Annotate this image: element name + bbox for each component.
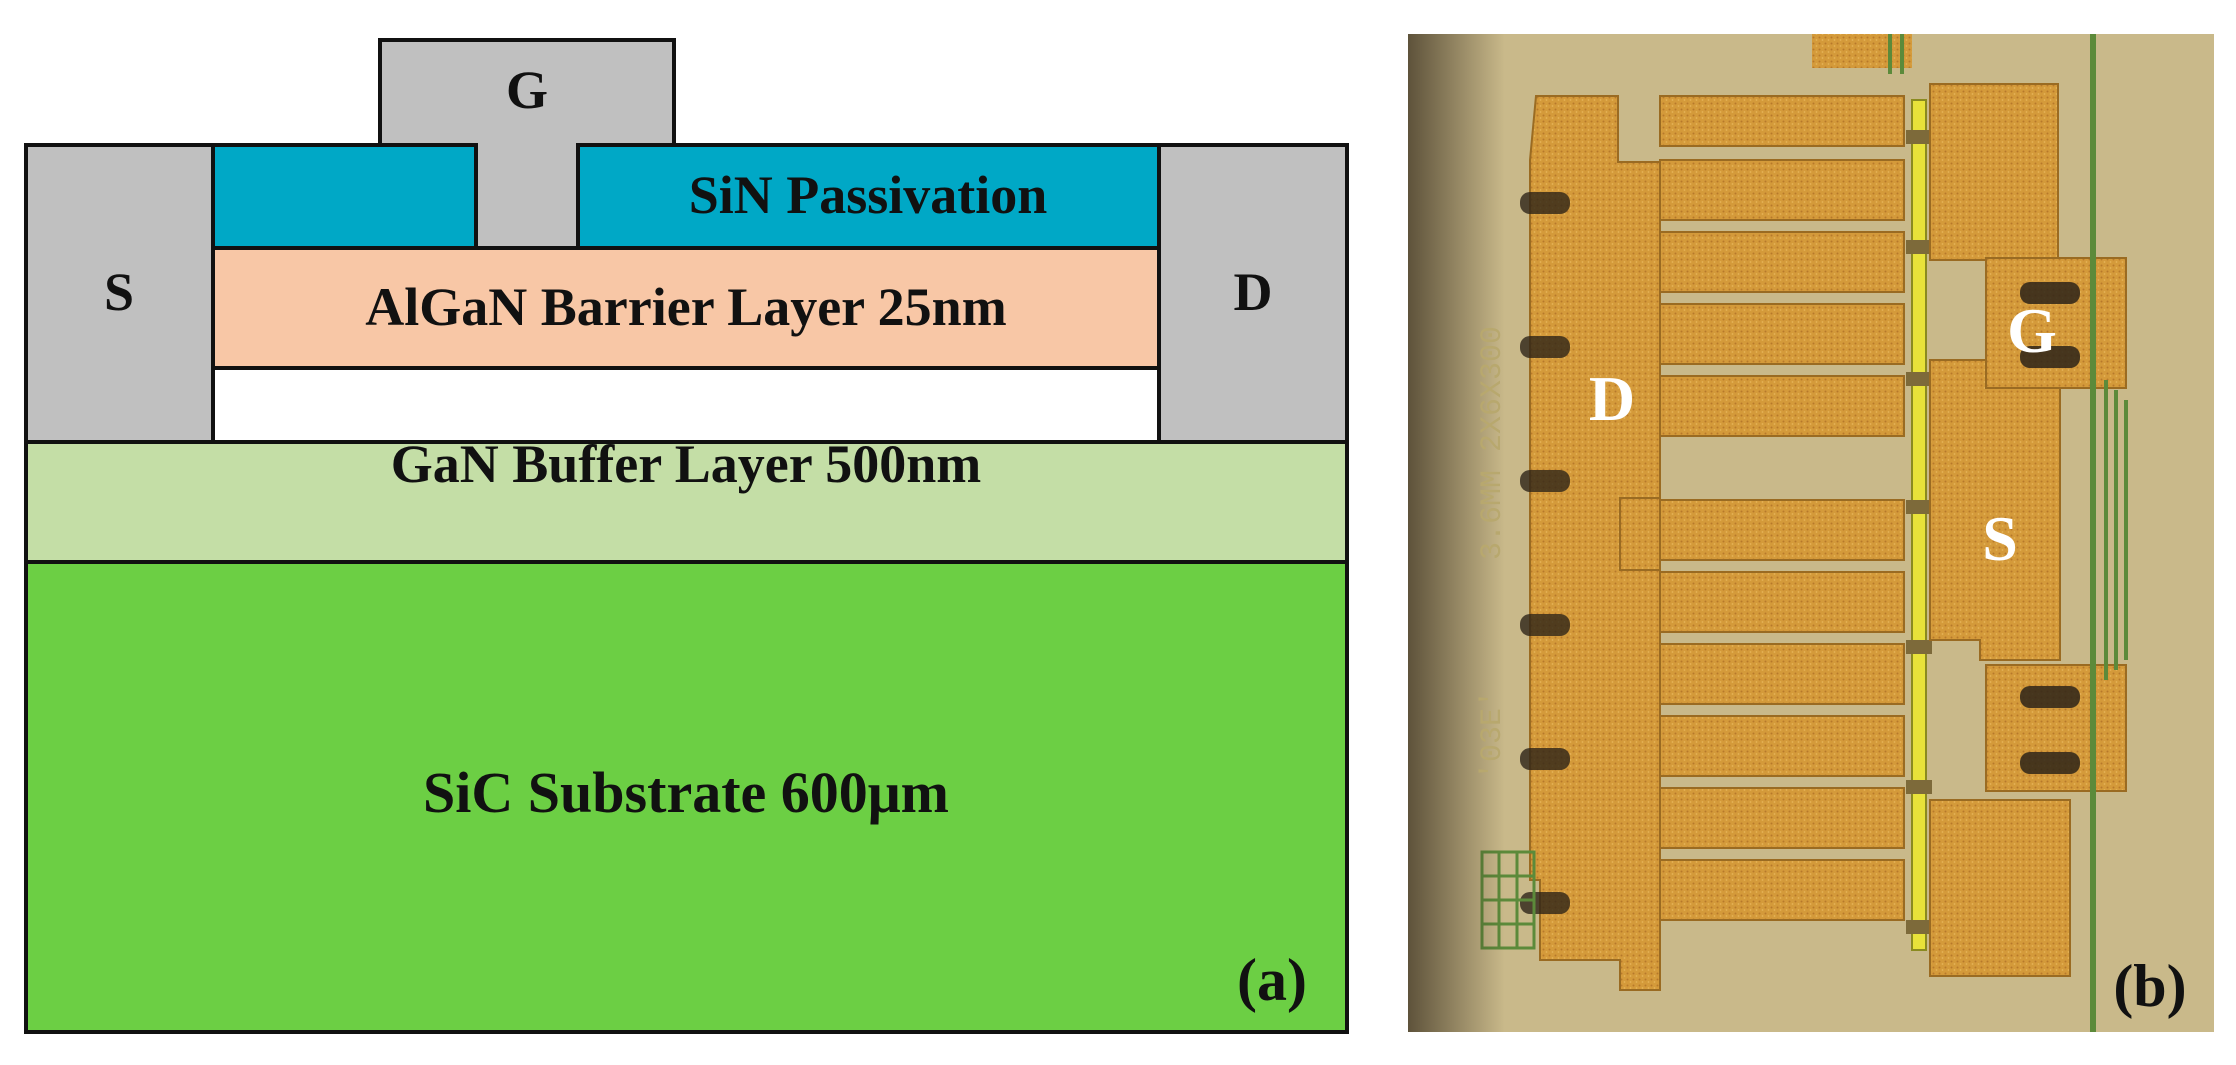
gate-contact (378, 38, 676, 250)
sic-substrate-layer (24, 560, 1349, 1034)
substrate-label: SiC Substrate 600μm (423, 760, 949, 825)
micrograph-gate-label: G (2007, 295, 2057, 366)
panel-b-labels: D G S (b) (1589, 295, 2187, 1019)
gate-label: G (506, 60, 548, 120)
barrier-label: AlGaN Barrier Layer 25nm (365, 277, 1006, 337)
panel-a-tag: (a) (1237, 947, 1307, 1013)
chip-code: '03E' (1476, 690, 1510, 780)
gan-buffer-layer (24, 440, 1349, 564)
passivation-label: SiN Passivation (689, 165, 1048, 225)
buffer-label: GaN Buffer Layer 500nm (391, 434, 981, 494)
source-label: S (104, 262, 134, 322)
left-shadow (1408, 34, 2214, 1032)
panel-a-cross-section (24, 38, 1349, 1034)
panel-b-tag: (b) (2113, 953, 2186, 1019)
panel-b-micrograph: 3.6MM 2X6X300 '03E' (1408, 34, 2214, 1032)
micrograph-source-label: S (1982, 503, 2018, 574)
drain-label: D (1234, 262, 1273, 322)
drain-contact (1157, 143, 1349, 444)
micrograph-drain-label: D (1589, 363, 1635, 434)
panel-a-labels: G S D SiN Passivation AlGaN Barrier Laye… (104, 60, 1307, 1013)
chip-marking: 3.6MM 2X6X300 (1476, 326, 1510, 560)
sin-passivation-left (211, 143, 478, 250)
source-contact (24, 143, 215, 444)
